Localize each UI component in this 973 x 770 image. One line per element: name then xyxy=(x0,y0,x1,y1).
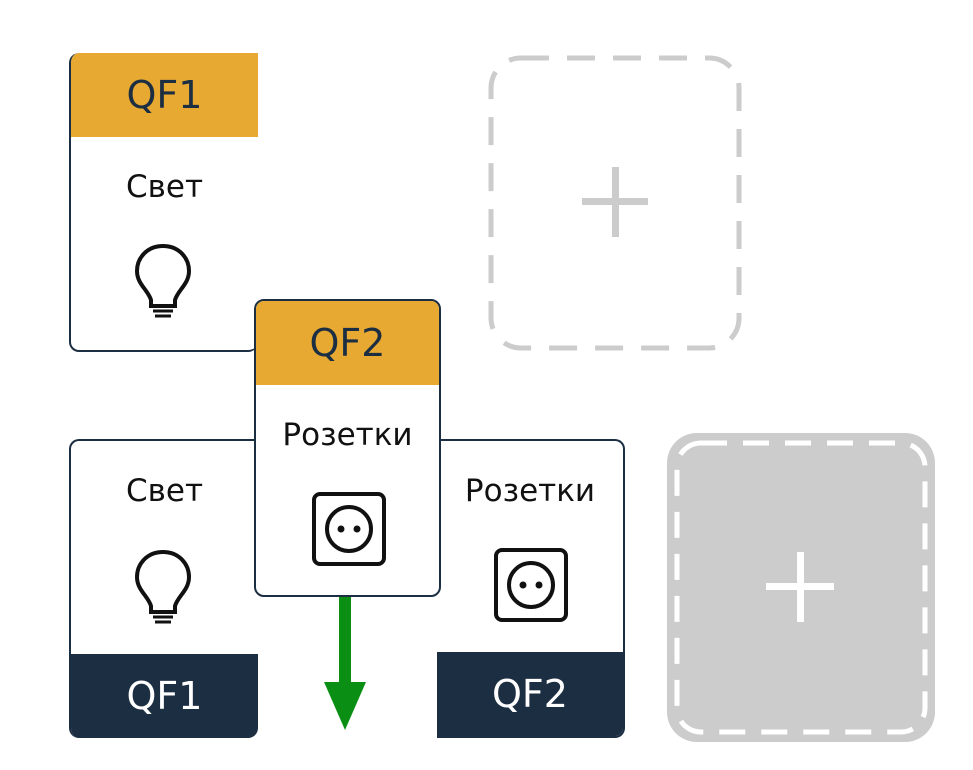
dragged-card-qf2-header: QF2 xyxy=(256,301,439,385)
plus-icon xyxy=(766,552,834,622)
dragged-card-qf2[interactable]: QF2 Розетки xyxy=(254,299,441,597)
socket-icon xyxy=(312,492,386,566)
top-card-qf1-header: QF1 xyxy=(71,53,258,137)
down-arrow-icon xyxy=(324,590,366,730)
add-slot-bottom[interactable] xyxy=(667,433,935,742)
socket-icon xyxy=(494,548,568,622)
bulb-icon xyxy=(134,549,192,624)
add-slot-top[interactable] xyxy=(488,55,742,351)
bottom-card-qf1-label: Свет xyxy=(125,473,204,509)
bottom-card-qf1[interactable]: Свет QF1 xyxy=(69,439,258,738)
top-card-qf1[interactable]: QF1 Свет xyxy=(69,53,258,352)
bottom-card-qf2[interactable]: Розетки QF2 xyxy=(437,439,625,738)
bottom-card-qf1-footer: QF1 xyxy=(71,654,258,738)
bottom-card-qf2-footer: QF2 xyxy=(437,652,623,736)
dragged-card-qf2-label: Розетки xyxy=(282,417,413,453)
plus-icon xyxy=(582,167,648,237)
bulb-icon xyxy=(134,243,192,318)
top-card-qf1-label: Свет xyxy=(125,169,204,205)
bottom-card-qf2-label: Розетки xyxy=(464,473,596,509)
